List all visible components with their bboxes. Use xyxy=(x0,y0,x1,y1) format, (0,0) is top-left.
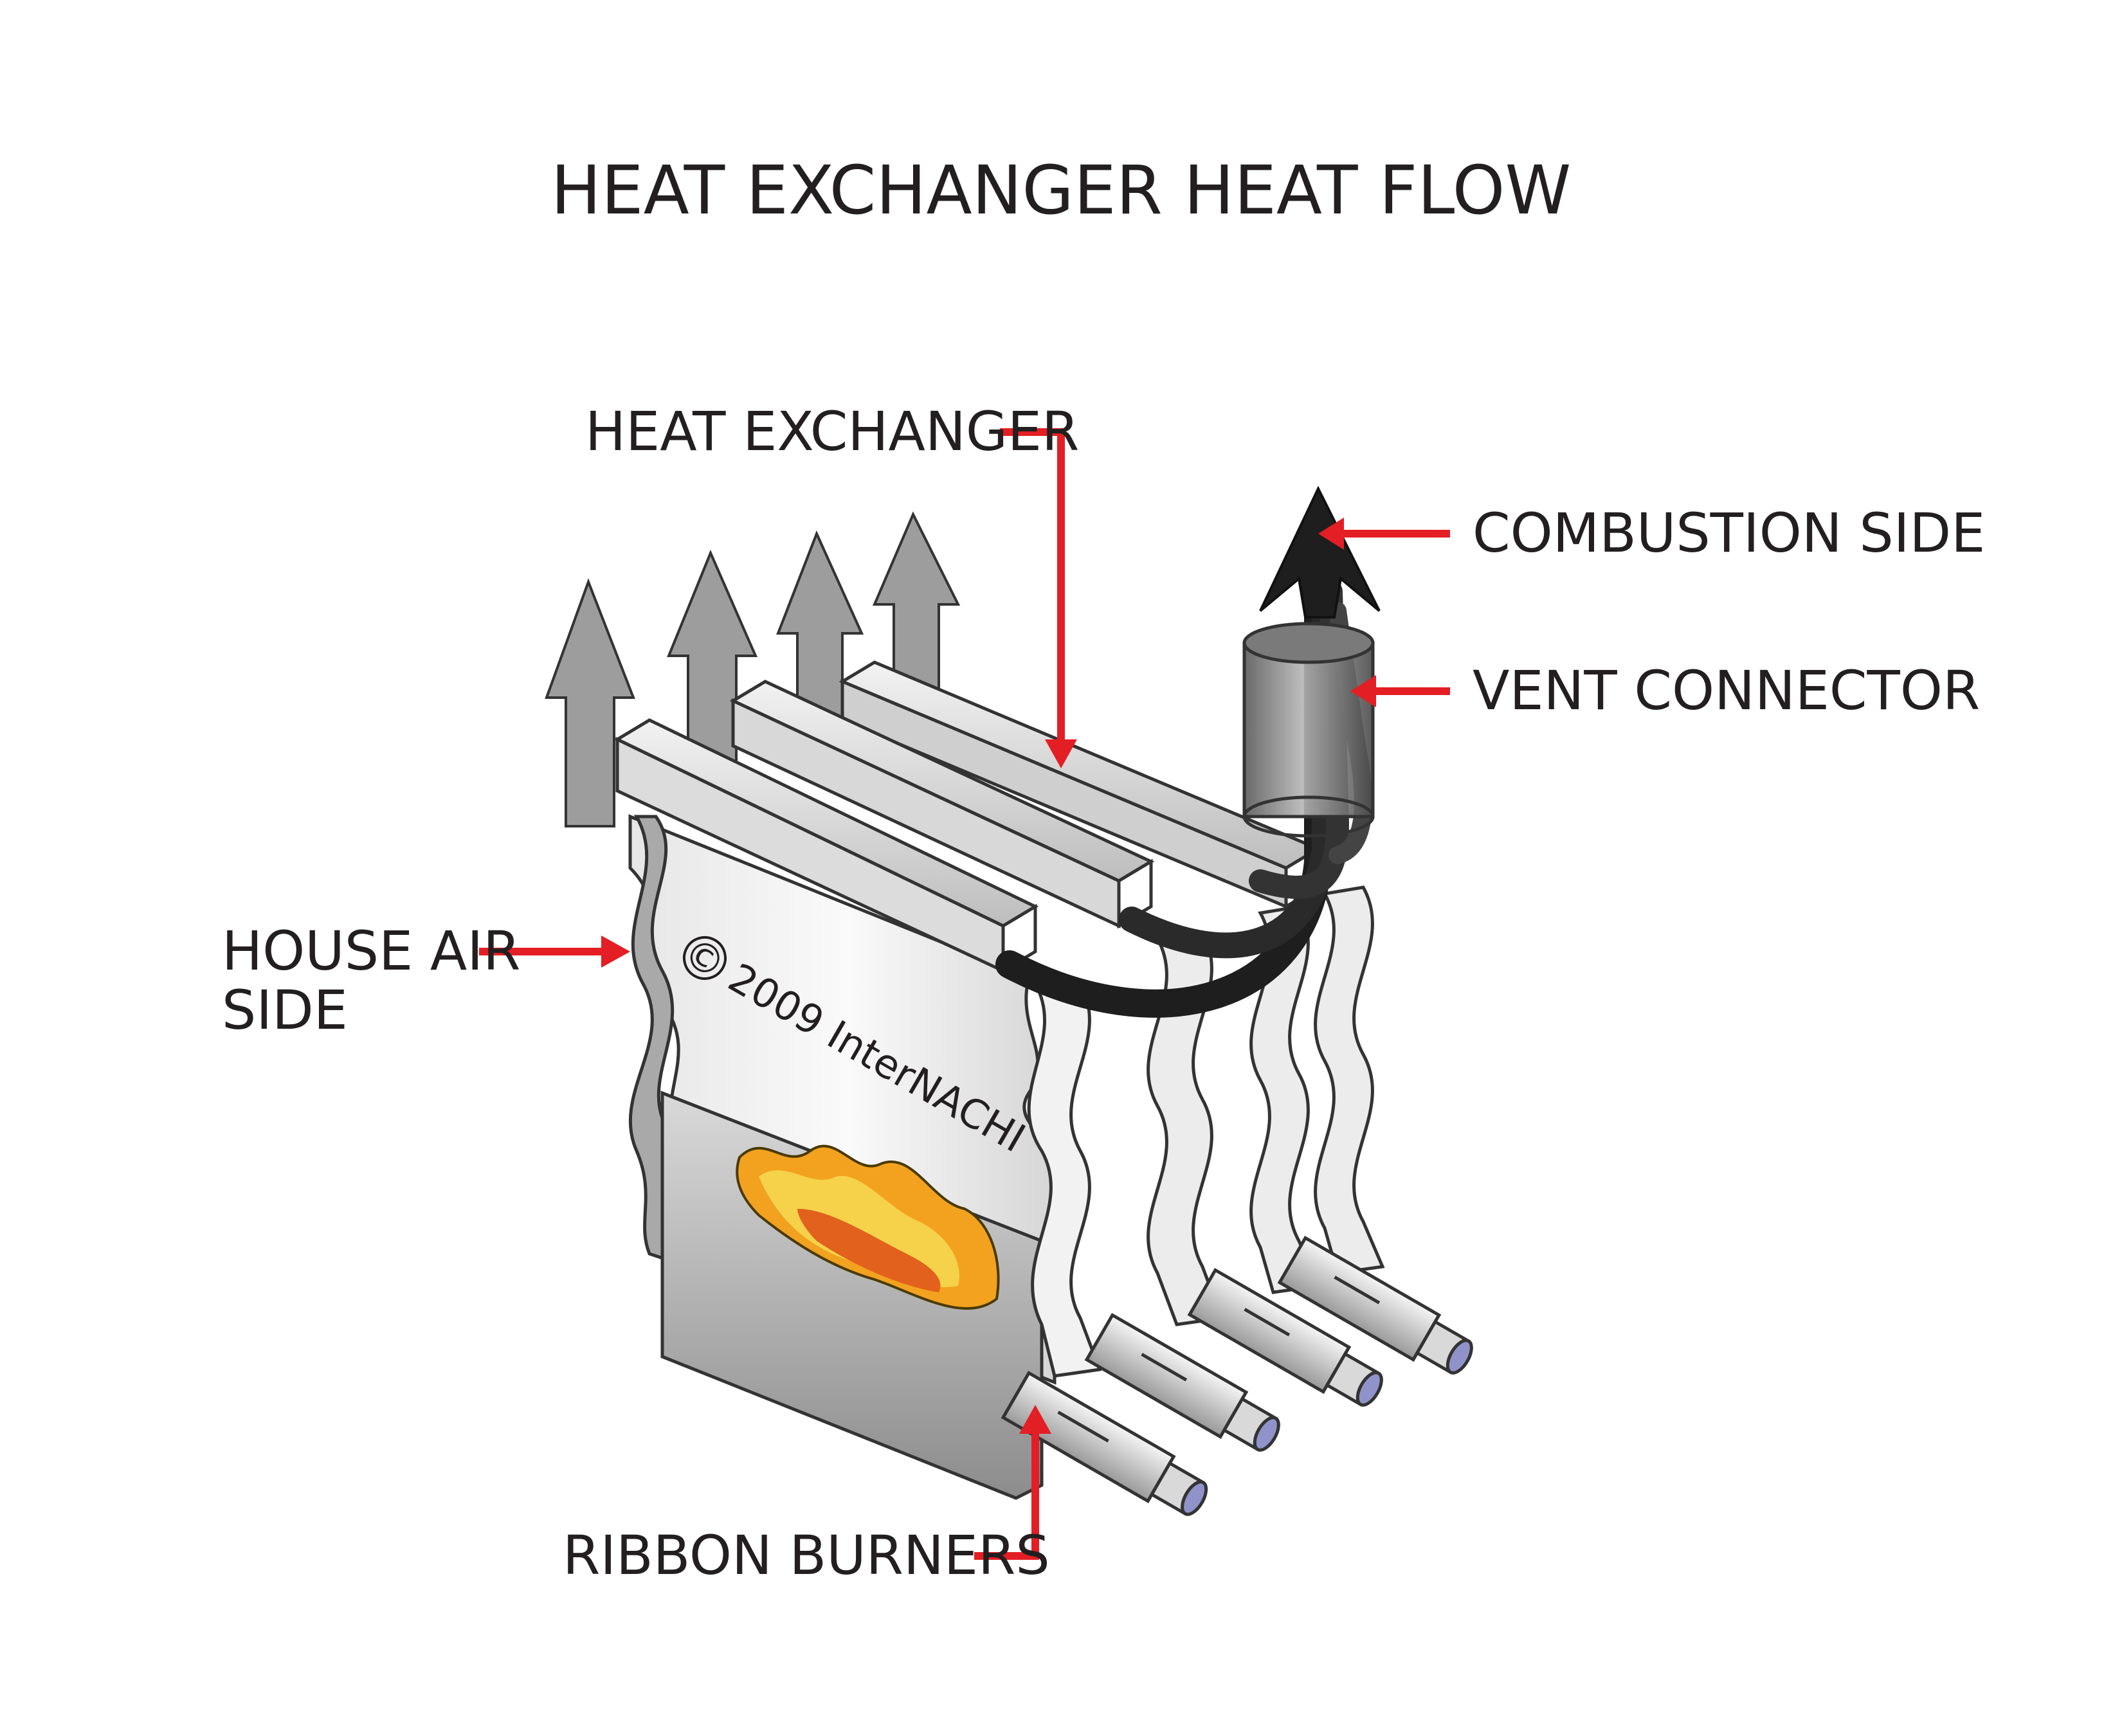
vent-connector xyxy=(1242,622,1375,838)
diagram-title: HEAT EXCHANGER HEAT FLOW xyxy=(551,151,1572,230)
burner-tip-icon xyxy=(1356,1371,1383,1407)
vent-connector-top xyxy=(1242,622,1375,664)
arrowhead-house-air xyxy=(601,936,630,968)
combustion-arrow-icon xyxy=(1259,485,1381,619)
callouts xyxy=(479,428,1450,1560)
label-house-air-line1: HOUSE AIR xyxy=(222,919,520,982)
label-heat-exchanger: HEAT EXCHANGER xyxy=(585,400,1079,463)
label-combustion-side: COMBUSTION SIDE xyxy=(1473,502,1985,565)
label-ribbon-burners: RIBBON BURNERS xyxy=(563,1524,1050,1587)
burner-1 xyxy=(1001,1370,1208,1516)
burner-tip-icon xyxy=(1253,1416,1280,1452)
arrowhead-ribbon-burners xyxy=(1019,1405,1051,1434)
vent-connector-body xyxy=(1242,641,1375,818)
arrowhead-heat-exchanger xyxy=(1045,739,1077,768)
burner-tip-icon xyxy=(1181,1480,1208,1516)
callout-ribbon-burners xyxy=(974,1434,1039,1560)
front-fins xyxy=(1027,982,1102,1378)
fin-back-4 xyxy=(1314,885,1385,1275)
burner-tip-icon xyxy=(1446,1339,1473,1375)
vent-connector-bottom xyxy=(1242,795,1375,838)
heat-exchanger-rails xyxy=(613,660,1322,974)
copyright-icon xyxy=(682,936,727,980)
callout-arrowheads xyxy=(601,518,1376,1434)
callout-heat-exchanger xyxy=(1000,428,1065,739)
ribbon-burners xyxy=(1001,1235,1473,1516)
flame-icon xyxy=(736,1144,1000,1310)
burner-2 xyxy=(1084,1312,1280,1452)
label-vent-connector: VENT CONNECTOR xyxy=(1473,659,1980,722)
arrowhead-combustion-side xyxy=(1318,518,1344,550)
burner-3 xyxy=(1187,1267,1383,1407)
burner-4 xyxy=(1277,1235,1473,1375)
arrowhead-vent-connector xyxy=(1350,675,1376,707)
house-air-arrow-1 xyxy=(545,578,635,827)
fin-front-1 xyxy=(1027,982,1102,1378)
label-house-air-line2: SIDE xyxy=(222,979,348,1042)
